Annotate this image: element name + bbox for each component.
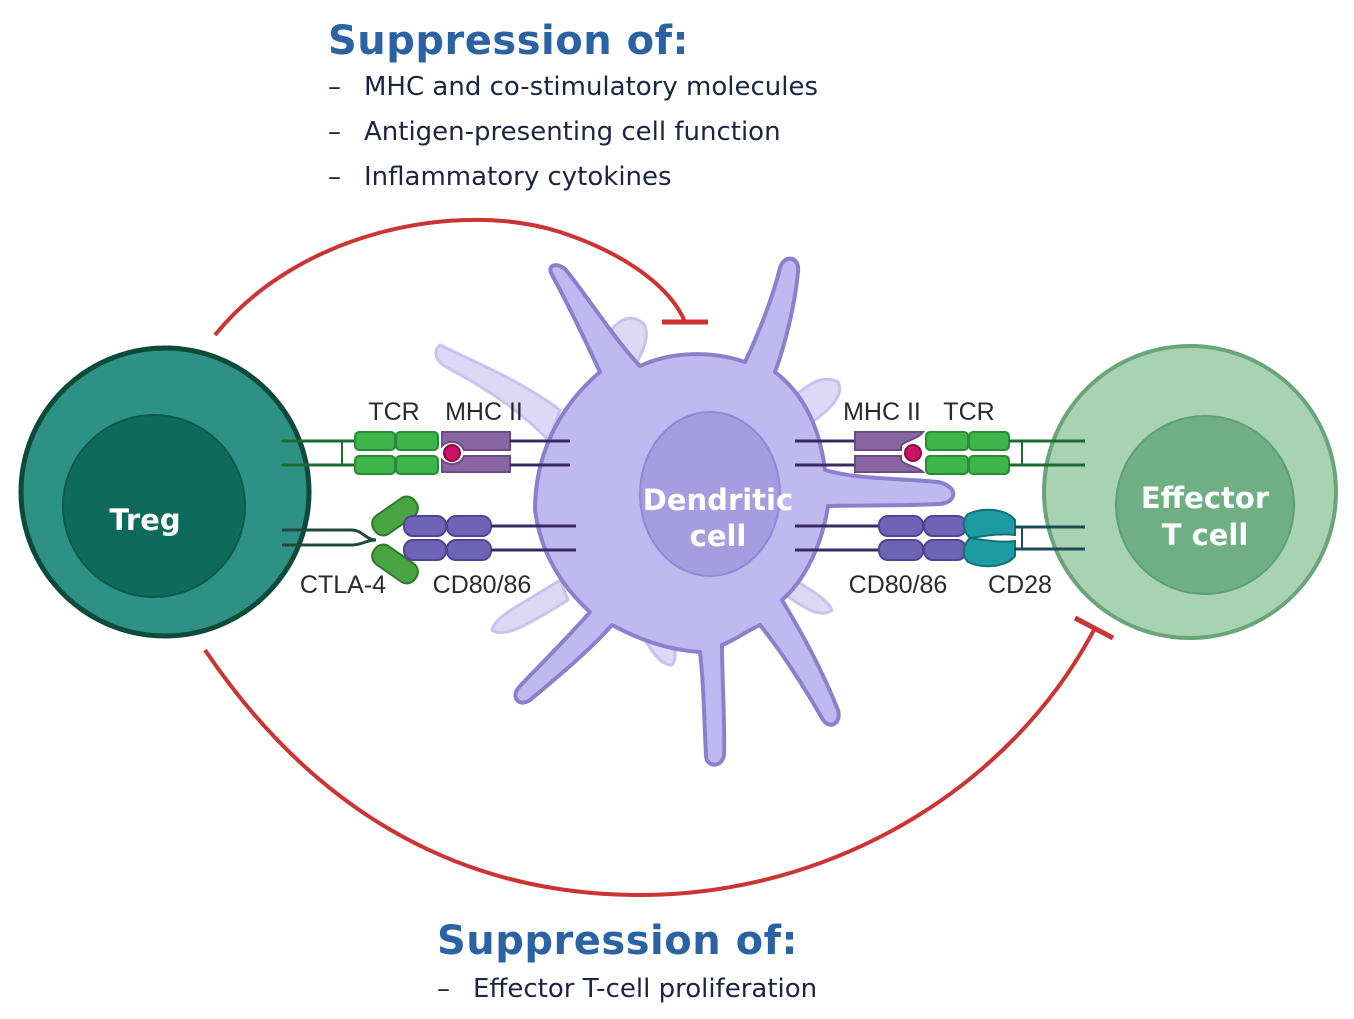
top-suppression-list: –MHC and co-stimulatory molecules –Antig… (328, 72, 818, 207)
effector-label-line2: T cell (1162, 518, 1249, 552)
cd80-86-molecule-left (403, 515, 492, 561)
mhc-ii-label-right: MHC II (843, 398, 921, 426)
list-item: –Antigen-presenting cell function (328, 117, 818, 162)
bottom-suppression-heading: Suppression of: (437, 918, 798, 964)
ctla4-cd80-complex-left (282, 495, 576, 585)
antigen-peptide-right (904, 444, 922, 462)
tcr-molecule-left (354, 431, 439, 475)
mhc-ii-label-left: MHC II (445, 398, 523, 426)
inhibition-arrow-effector (203, 615, 1115, 898)
ctla4-label: CTLA-4 (300, 571, 386, 599)
tcr-label-left: TCR (368, 398, 419, 426)
list-dash: – (328, 72, 341, 102)
list-item: –MHC and co-stimulatory molecules (328, 72, 818, 117)
dendritic-label-line2: cell (690, 519, 747, 553)
tcr-mhc-complex-left (282, 431, 570, 475)
antigen-peptide-left (443, 444, 461, 462)
top-suppression-heading: Suppression of: (328, 18, 689, 64)
cd28-label: CD28 (988, 571, 1052, 599)
list-dash: – (437, 974, 450, 1004)
cd80-cd28-complex-right (795, 508, 1085, 568)
tcr-label-right: TCR (943, 398, 994, 426)
effector-label-line1: Effector (1141, 481, 1270, 515)
list-dash: – (328, 162, 341, 192)
dendritic-label-line1: Dendritic (643, 483, 793, 517)
cd80-86-label-right: CD80/86 (849, 571, 948, 599)
mhc-tcr-complex-right (795, 431, 1085, 475)
cd80-86-label-left: CD80/86 (433, 571, 532, 599)
ctla4-molecule (371, 495, 419, 585)
treg-label: Treg (109, 503, 180, 537)
list-item-text: Inflammatory cytokines (364, 162, 672, 192)
list-item-text: Antigen-presenting cell function (364, 117, 781, 147)
list-item: –Inflammatory cytokines (328, 162, 818, 207)
list-item-text: MHC and co-stimulatory molecules (364, 72, 819, 102)
dendritic-cell (434, 256, 956, 767)
list-item: –Effector T-cell proliferation (437, 974, 817, 1019)
list-item-text: Effector T-cell proliferation (473, 974, 818, 1004)
treg-nucleus (62, 414, 246, 598)
list-dash: – (328, 117, 341, 147)
dendritic-nucleus (639, 411, 781, 577)
mhc-ii-molecule-left (441, 431, 511, 473)
tcr-molecule-right (925, 431, 1010, 475)
cd28-molecule (962, 508, 1016, 568)
bottom-suppression-list: –Effector T-cell proliferation (437, 974, 817, 1019)
effector-t-cell: Effector T cell (1042, 344, 1338, 640)
treg-cell: Treg (18, 345, 312, 639)
effector-nucleus (1115, 415, 1295, 595)
inhibition-arrow-dendritic (213, 217, 708, 337)
cd80-86-molecule-right (878, 515, 967, 561)
mhc-ii-molecule-right (854, 431, 926, 473)
